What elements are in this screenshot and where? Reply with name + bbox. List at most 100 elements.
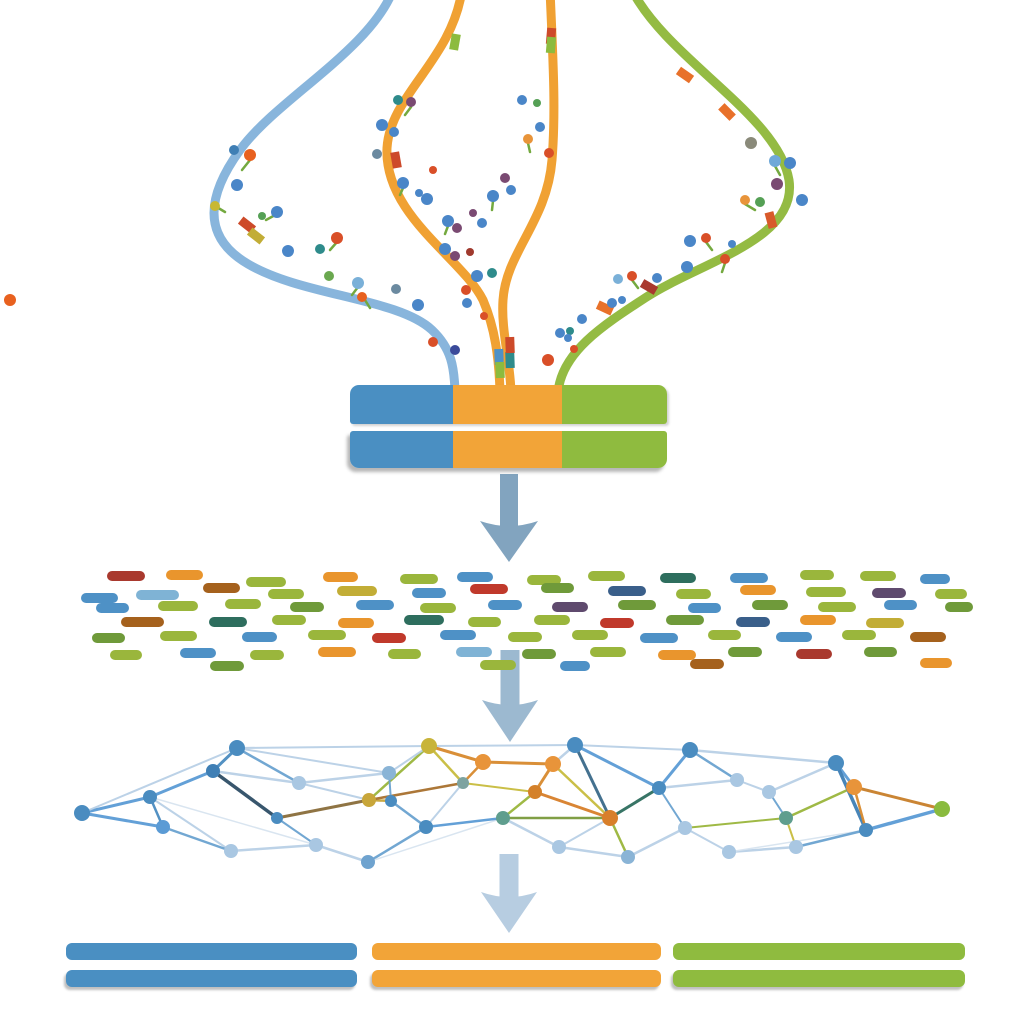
graph-edge: [80, 795, 152, 815]
read-pill: [488, 600, 522, 610]
graph-edge: [427, 744, 485, 764]
read-pill: [203, 583, 240, 593]
graph-node: [362, 793, 376, 807]
graph-edge: [657, 748, 692, 790]
read-pill: [776, 632, 812, 642]
graph-node: [602, 810, 618, 826]
strand-dot: [282, 245, 294, 257]
strand-dot: [701, 233, 711, 243]
graph-edge: [557, 845, 630, 859]
graph-node: [528, 785, 542, 799]
strand-dot: [477, 218, 487, 228]
strand-patch: [718, 103, 736, 121]
read-pill: [534, 615, 570, 625]
strand-stem: [526, 141, 532, 154]
strand-dot: [681, 261, 693, 273]
read-pill: [268, 589, 304, 599]
graph-edge: [297, 771, 391, 785]
read-pill: [412, 588, 446, 598]
strand-dot: [331, 232, 343, 244]
read-pill: [107, 571, 145, 581]
read-pill: [608, 586, 646, 596]
strand-dot: [412, 299, 424, 311]
read-pill: [158, 601, 198, 611]
strand-patch: [449, 33, 461, 51]
strand-dot: [406, 97, 416, 107]
graph-node: [934, 801, 950, 817]
read-pill: [308, 630, 346, 640]
read-pill: [210, 661, 244, 671]
graph-edge: [211, 769, 279, 820]
read-pill: [225, 599, 261, 609]
graph-node: [828, 755, 844, 771]
graph-edge: [428, 744, 576, 747]
graph-edge: [275, 798, 371, 820]
graph-node: [545, 756, 561, 772]
strand-dot: [442, 215, 454, 227]
graph-node: [229, 740, 245, 756]
graph-edge: [573, 743, 612, 820]
graph-node: [779, 811, 793, 825]
read-pill: [160, 631, 197, 641]
read-pill: [527, 575, 561, 585]
graph-edge: [784, 785, 856, 820]
read-pill: [250, 650, 284, 660]
strand-dot: [231, 179, 243, 191]
graph-node: [762, 785, 776, 799]
strand-dot: [258, 212, 266, 220]
contig-orange-upper-bar: [372, 943, 661, 960]
read-pill: [806, 587, 846, 597]
read-pill: [676, 589, 711, 599]
read-pill: [552, 602, 588, 612]
graph-edge: [236, 747, 390, 774]
read-pill: [480, 660, 516, 670]
graph-node: [652, 781, 666, 795]
graph-node: [457, 777, 469, 789]
strand-patch: [505, 336, 515, 354]
graph-edge: [852, 785, 944, 811]
contig-blue-upper-bar: [66, 943, 357, 960]
read-pill: [272, 615, 306, 625]
read-pill: [920, 658, 952, 668]
strand-dot: [544, 148, 554, 158]
graph-edge: [688, 748, 739, 782]
strand-dot: [542, 354, 554, 366]
graph-edge: [573, 743, 661, 790]
read-pill: [388, 649, 421, 659]
strand-dot: [469, 209, 477, 217]
strand-dot: [229, 145, 239, 155]
graph-edge: [367, 781, 465, 802]
graph-node: [475, 754, 491, 770]
strand-dot: [784, 157, 796, 169]
read-pill: [842, 630, 876, 640]
read-pill: [818, 602, 856, 612]
graph-edge: [427, 744, 465, 785]
read-pill: [572, 630, 608, 640]
graph-edge: [608, 786, 661, 820]
graph-node: [789, 840, 803, 854]
read-pill: [110, 650, 142, 660]
read-pill: [81, 593, 118, 603]
strand-dot: [480, 312, 488, 320]
read-pill: [522, 649, 556, 659]
down-arrow-1-shaft: [500, 474, 518, 531]
read-pill: [337, 586, 377, 596]
strand-dot: [397, 177, 409, 189]
graph-edge: [229, 843, 318, 853]
strand-dot: [500, 173, 510, 183]
graph-edge: [389, 799, 428, 829]
strand-stem: [773, 164, 782, 177]
graph-edge: [149, 796, 317, 846]
strand-dot: [684, 235, 696, 247]
strand-dot: [769, 155, 781, 167]
graph-node: [682, 742, 698, 758]
strand-dot: [555, 328, 565, 338]
read-pill: [92, 633, 125, 643]
down-arrow-2: [482, 700, 538, 742]
graph-edge: [367, 744, 431, 802]
graph-node: [496, 811, 510, 825]
graph-edge: [148, 769, 215, 799]
read-pill: [588, 571, 625, 581]
strand-dot: [570, 345, 578, 353]
contig-green-lower-bar: [673, 970, 965, 987]
